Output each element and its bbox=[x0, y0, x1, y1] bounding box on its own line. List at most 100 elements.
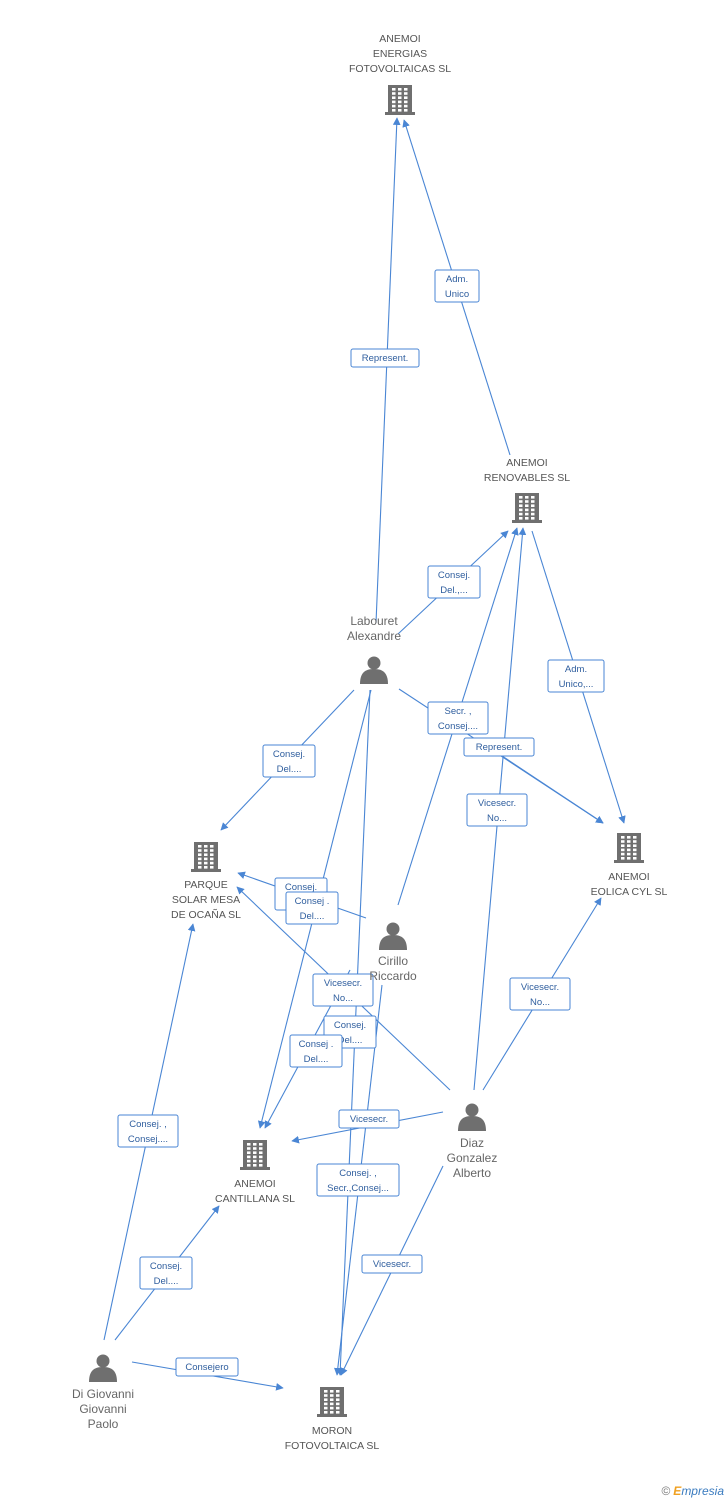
edge-label-text: Del.... bbox=[300, 911, 325, 922]
edge-label-text: Consej.... bbox=[438, 721, 478, 732]
edge-label-text: Consej. bbox=[285, 882, 317, 893]
edge-label-text: Del.... bbox=[154, 1276, 179, 1287]
edge-label-box bbox=[427, 565, 481, 599]
edge-label-text: Consej. , bbox=[129, 1119, 167, 1130]
edge-label-box bbox=[509, 977, 571, 1011]
edge-label-text: Secr. , bbox=[445, 706, 472, 717]
person-icon bbox=[458, 1103, 486, 1131]
edge-label-text: Del.... bbox=[338, 1035, 363, 1046]
node-label: ANEMOI bbox=[379, 33, 420, 45]
edge-label[interactable]: Consej.Del.... bbox=[262, 744, 316, 778]
edge-label[interactable]: Vicesecr.No... bbox=[509, 977, 571, 1011]
edge-label[interactable]: Represent. bbox=[463, 737, 535, 757]
edge-label-text: No... bbox=[530, 997, 550, 1008]
node-moron[interactable]: MORON FOTOVOLTAICA SL bbox=[285, 1387, 380, 1452]
node-label: Alexandre bbox=[347, 629, 401, 643]
edge-label-text: Unico bbox=[445, 289, 469, 300]
building-icon bbox=[240, 1140, 270, 1170]
empresia-watermark: ©Empresia bbox=[661, 1484, 724, 1498]
edge-label-text: Consej.... bbox=[128, 1134, 168, 1145]
edge-label[interactable]: Represent. bbox=[350, 348, 420, 368]
edge-labels-layer: Represent.Adm.UnicoConsej.Del.,...Adm.Un… bbox=[117, 269, 605, 1377]
edge-label-text: Vicesecr. bbox=[350, 1114, 388, 1125]
edge-label[interactable]: Vicesecr.No... bbox=[312, 973, 374, 1007]
edge-label[interactable]: Vicesecr. bbox=[361, 1254, 423, 1274]
edge-label-box bbox=[434, 269, 480, 303]
edge-label-box bbox=[289, 1034, 343, 1068]
edge-label-box bbox=[427, 701, 489, 735]
edge-label[interactable]: Adm. Unico,... bbox=[547, 659, 605, 693]
edge-label-box bbox=[350, 348, 420, 368]
edge-label-text: Consejero bbox=[185, 1362, 228, 1373]
edge-label-box bbox=[463, 737, 535, 757]
edge-label-text: Represent. bbox=[476, 742, 522, 753]
edge-label-text: Del.... bbox=[277, 764, 302, 775]
edge-label-text: Secr.,Consej... bbox=[327, 1183, 389, 1194]
edge-label-text: Consej . bbox=[299, 1039, 334, 1050]
edge-label[interactable]: Vicesecr. No... bbox=[466, 793, 528, 827]
node-label: Giovanni bbox=[79, 1402, 126, 1416]
node-label: Paolo bbox=[88, 1417, 119, 1431]
edge-label-text: Del.,... bbox=[440, 585, 467, 596]
edge-label-box bbox=[139, 1256, 193, 1290]
node-label: FOTOVOLTAICA SL bbox=[285, 1440, 380, 1452]
node-label: CANTILLANA SL bbox=[215, 1193, 295, 1205]
person-icon bbox=[89, 1354, 117, 1382]
node-label: Cirillo bbox=[378, 954, 408, 968]
node-parque[interactable]: PARQUE SOLAR MESA DE OCAÑA SL bbox=[171, 842, 241, 921]
edge-label-box bbox=[262, 744, 316, 778]
node-label: Labouret bbox=[350, 614, 398, 628]
brand-name: mpresia bbox=[681, 1484, 724, 1498]
edge-label-text: No... bbox=[487, 813, 507, 824]
building-icon bbox=[614, 833, 644, 863]
edge-label-text: Consej . bbox=[295, 896, 330, 907]
edge-label[interactable]: Vicesecr. bbox=[338, 1109, 400, 1129]
edges-layer bbox=[103, 117, 626, 1391]
edge-label-text: Del.... bbox=[304, 1054, 329, 1065]
edge-label[interactable]: Consej. , Consej.... bbox=[117, 1114, 179, 1148]
person-icon bbox=[379, 922, 407, 950]
node-label: SOLAR MESA bbox=[172, 894, 240, 906]
edge-label-box bbox=[316, 1163, 400, 1197]
edge-label-text: Adm. bbox=[565, 664, 587, 675]
edge-label-text: Represent. bbox=[362, 353, 408, 364]
node-cantillana[interactable]: ANEMOI CANTILLANA SL bbox=[215, 1140, 295, 1205]
edge-label[interactable]: Consej. Del.... bbox=[139, 1256, 193, 1290]
node-label: FOTOVOLTAICAS SL bbox=[349, 63, 451, 75]
edge-label-text: Consej. bbox=[438, 570, 470, 581]
node-label: Di Giovanni bbox=[72, 1387, 134, 1401]
building-icon bbox=[191, 842, 221, 872]
edge-labouret-to-fotovoltaicas bbox=[375, 117, 401, 624]
edge-label-text: Consej. bbox=[150, 1261, 182, 1272]
edge-label-text: Vicesecr. bbox=[373, 1259, 411, 1270]
node-label: Alberto bbox=[453, 1166, 491, 1180]
edge-label-text: Unico,... bbox=[559, 679, 594, 690]
edge-label[interactable]: Adm.Unico bbox=[434, 269, 480, 303]
node-label: Riccardo bbox=[369, 969, 417, 983]
edge-label[interactable]: Consej. Del.,... bbox=[427, 565, 481, 599]
person-icon bbox=[360, 656, 388, 684]
edge-label[interactable]: Consej . Del.... bbox=[285, 891, 339, 925]
edge-label[interactable]: Secr. , Consej.... bbox=[427, 701, 489, 735]
node-label: Gonzalez bbox=[447, 1151, 498, 1165]
edge-label-text: Consej. , bbox=[339, 1168, 377, 1179]
node-label: MORON bbox=[312, 1425, 352, 1437]
edge-label[interactable]: Consejero bbox=[175, 1357, 239, 1377]
edge-label[interactable]: Consej . Del.... bbox=[289, 1034, 343, 1068]
node-label: ANEMOI bbox=[234, 1178, 275, 1190]
edge-label[interactable]: Consej. , Secr.,Consej... bbox=[316, 1163, 400, 1197]
edge-label-text: Vicesecr. bbox=[478, 798, 516, 809]
node-label: DE OCAÑA SL bbox=[171, 908, 241, 921]
edge-label-box bbox=[547, 659, 605, 693]
node-label: PARQUE bbox=[184, 879, 228, 891]
edge-label-box bbox=[117, 1114, 179, 1148]
